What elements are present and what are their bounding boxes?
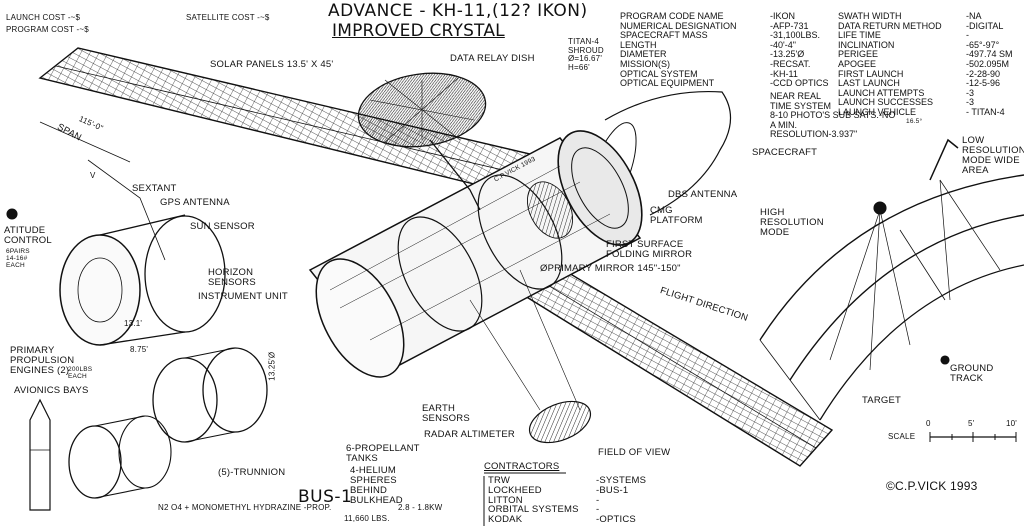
label-cmg-platform: CMG PLATFORM xyxy=(650,205,703,226)
contractors-title: CONTRACTORS xyxy=(484,461,560,472)
contractors-names: TRW LOCKHEED LITTON ORBITAL SYSTEMS KODA… xyxy=(488,475,579,526)
label-dbs-antenna: DBS ANTENNA xyxy=(668,189,738,200)
label-helium-spheres: 4-HELIUM SPHERES BEHIND BULKHEAD xyxy=(350,465,403,506)
spec-keys-left: PROGRAM CODE NAME NUMERICAL DESIGNATION … xyxy=(620,11,737,89)
label-dim-13-25: 13.25'Ø xyxy=(267,351,277,381)
label-spacecraft: SPACECRAFT xyxy=(752,147,818,158)
launch-cost-label: LAUNCH COST -~$ xyxy=(6,13,81,22)
titan-rocket xyxy=(29,398,51,511)
scale-tick-0: 0 xyxy=(926,419,931,428)
label-dim-13-1: 13.1' xyxy=(124,319,143,328)
label-helium-spec: 2.8 - 1.8KW xyxy=(398,503,443,512)
exploded-bus-parts xyxy=(68,347,268,499)
page-subtitle: IMPROVED CRYSTAL xyxy=(332,21,505,41)
label-low-resolution-mode: LOW RESOLUTION MODE WIDE AREA xyxy=(962,135,1024,176)
label-avionics-bays: AVIONICS BAYS xyxy=(14,385,89,396)
label-sextant: SEXTANT xyxy=(132,183,177,194)
copyright: ©C.P.VICK 1993 xyxy=(886,479,978,493)
field-of-view-footprint xyxy=(528,400,592,444)
label-primary-mirror: ØPRIMARY MIRROR 145"-150" xyxy=(540,263,681,274)
label-field-of-view: FIELD OF VIEW xyxy=(598,447,671,458)
page-title: ADVANCE - KH-11,(12? IKON) xyxy=(328,1,588,21)
label-target: TARGET xyxy=(862,395,902,406)
label-earth-sensors: EARTH SENSORS xyxy=(422,403,470,424)
label-gps-antenna: GPS ANTENNA xyxy=(160,197,230,208)
label-angle-top: 16.5° xyxy=(906,118,923,125)
label-high-resolution-mode: HIGH RESOLUTION MODE xyxy=(760,207,824,238)
label-solar-panels: SOLAR PANELS 13.5' X 45' xyxy=(210,59,334,70)
contractors-roles: -SYSTEMS -BUS-1 - - -OPTICS xyxy=(596,475,647,526)
spec-values-right: -NA -DIGITAL - -65°-97° -497.74 SM -502.… xyxy=(966,11,1013,117)
label-attitude-control: ATITUDE CONTROL xyxy=(4,225,52,246)
scale-tick-5: 5' xyxy=(968,419,975,428)
spec-keys-right: SWATH WIDTH DATA RETURN METHOD LIFE TIME… xyxy=(838,11,942,117)
contractors-table-lines xyxy=(483,472,566,526)
label-propulsion-thrust: 200lbs EACH xyxy=(68,366,93,380)
label-dim-8-75: 8.75' xyxy=(130,345,149,354)
label-bus: BUS-1 xyxy=(298,487,353,507)
spec-values-left: -IKON -AFP-731 -31,100LBS. -40'-4" -13.2… xyxy=(770,11,829,89)
ground-coverage-schematic xyxy=(759,138,1024,421)
telescope-body xyxy=(308,130,643,378)
label-v: V xyxy=(90,171,96,180)
label-radar-altimeter: RADAR ALTIMETER xyxy=(424,429,515,440)
satellite-cost-label: SATELLITE COST -~$ xyxy=(186,13,270,22)
label-sun-sensor: SUN SENSOR xyxy=(190,221,255,232)
bus-section xyxy=(6,159,226,346)
label-trunnion: (5)-TRUNNION xyxy=(218,467,286,478)
label-propellant-mass: 11,660 LBS. xyxy=(344,514,390,523)
scale-tick-10: 10' xyxy=(1006,419,1018,428)
label-data-relay-dish: DATA RELAY DISH xyxy=(450,53,535,64)
scale-bar xyxy=(929,432,1017,442)
program-cost-label: PROGRAM COST -~$ xyxy=(6,25,89,34)
near-real-time-note: NEAR REAL TIME SYSTEM 8-10 PHOTO'S SUB S… xyxy=(770,91,896,140)
data-relay-dish xyxy=(357,72,487,211)
label-titan-shroud: TITAN-4 SHROUD Ø=16.67' H=66' xyxy=(568,37,604,72)
span-dimension-line xyxy=(39,121,131,163)
label-propellant-tanks: 6-PROPELLANT TANKS xyxy=(346,443,420,464)
label-first-surface-mirror: FIRST SURFACE FOLDING MIRROR xyxy=(606,239,693,260)
label-propellant: N2 O4 + MONOMETHYL HYDRAZINE -PROP. xyxy=(158,503,332,512)
scale-label: SCALE xyxy=(888,432,916,441)
label-horizon-sensors: HORIZON SENSORS xyxy=(208,267,256,288)
label-ground-track: GROUND TRACK xyxy=(950,363,994,384)
label-primary-propulsion: PRIMARY PROPULSION ENGINES (2) xyxy=(10,345,75,376)
label-attitude-pairs: 6PAIRS 14-16# EACH xyxy=(6,248,30,269)
label-instrument-unit: INSTRUMENT UNIT xyxy=(198,291,288,302)
